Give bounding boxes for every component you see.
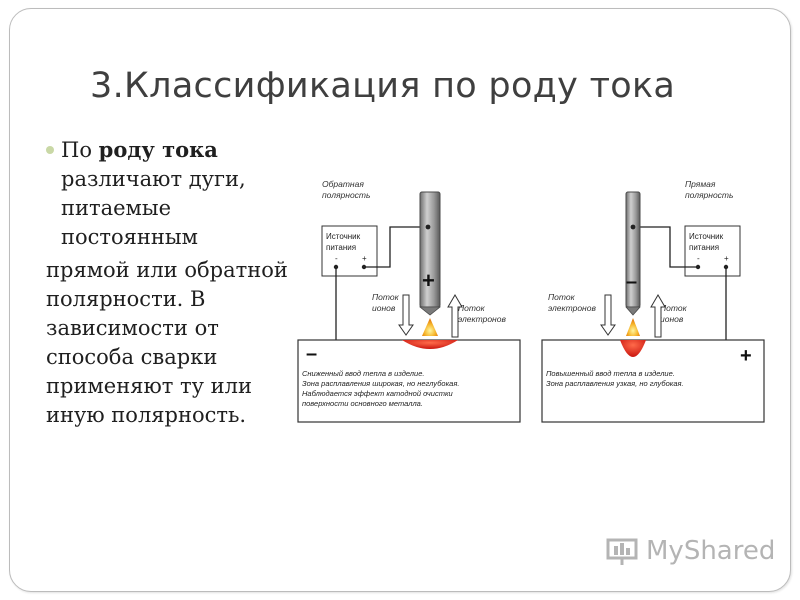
wire-to-electrode (633, 226, 698, 268)
diagram-direct-polarity: Прямая полярность Источник питания - + –… (541, 179, 765, 423)
power-source-label-line2: питания (326, 243, 356, 252)
electrode-contact-dot (425, 224, 431, 230)
terminal-plus-label: + (362, 254, 367, 263)
power-source-box (684, 225, 741, 277)
terminal-plus-label: + (724, 254, 729, 263)
wire-to-electrode (364, 226, 428, 268)
note-line-1: Сниженный ввод тепла в изделие. (302, 369, 424, 378)
note-line-2: Зона расплавления широкая, но неглубокая… (302, 379, 459, 388)
flow-ions-label-line2: ионов (372, 303, 396, 313)
watermark-text: MyShared (646, 536, 776, 566)
terminal-minus-label: - (697, 254, 700, 263)
flow-electrons-label-line2: электронов (458, 314, 506, 324)
diagram-reverse-polarity: Обратная полярность Источник питания - +… (297, 179, 521, 423)
arrow-up-ions (650, 294, 666, 338)
electrode-tip (625, 306, 641, 316)
paragraph-2: прямой или обратной полярности. В зависи… (46, 258, 288, 427)
paragraph-1: По роду тока различают дуги, питаемые пос… (46, 135, 301, 252)
arc-flame (422, 318, 438, 336)
arc-flame (626, 318, 640, 336)
note-line-2: Зона расплавления узкая, но глубокая. (546, 379, 684, 388)
flow-electrons-label-line2: электронов (548, 303, 596, 313)
note-line-4: поверхности основного металла. (302, 399, 423, 408)
arrow-down-ions (398, 294, 414, 336)
power-source-label-line1: Источник (689, 232, 724, 241)
terminal-minus-label: - (335, 254, 338, 263)
polarity-label-line1: Прямая (685, 179, 716, 189)
arrow-down-electrons (600, 294, 616, 336)
para1-rest: различают дуги, питаемые постоянным (61, 167, 246, 249)
power-source-box (321, 225, 378, 277)
weld-pool (620, 340, 646, 357)
electrode-sign: + (422, 268, 435, 293)
polarity-diagram: Обратная полярность Источник питания - +… (297, 179, 765, 423)
power-source-label-line1: Источник (326, 232, 361, 241)
bullet-icon (46, 146, 54, 154)
note-line-3: Наблюдается эффект катодной очистки (302, 389, 454, 398)
flow-ions-label-line1: Поток (372, 292, 400, 302)
workpiece-sign: + (740, 345, 752, 367)
body-text: По роду тока различают дуги, питаемые пос… (46, 135, 301, 430)
para1-pre: По (61, 138, 99, 162)
watermark: MyShared (606, 536, 775, 566)
polarity-label-line2: полярность (322, 190, 371, 200)
flow-electrons-label-line1: Поток (548, 292, 576, 302)
flow-ions-label-line1: Поток (660, 303, 688, 313)
polarity-label-line1: Обратная (322, 179, 364, 189)
workpiece (541, 339, 765, 423)
arrow-up-electrons (447, 294, 463, 338)
workpiece-sign: – (306, 343, 317, 365)
polarity-label-line2: полярность (685, 190, 734, 200)
electrode-sign: – (626, 271, 637, 293)
para1-bold: роду тока (98, 137, 218, 162)
electrode-contact-dot (630, 224, 636, 230)
note-line-1: Повышенный ввод тепла в изделие. (546, 369, 675, 378)
weld-pool (402, 340, 458, 349)
slide-title: 3.Классификация по роду тока (90, 66, 676, 106)
flow-ions-label-line2: ионов (660, 314, 684, 324)
presentation-icon (606, 538, 638, 565)
electrode-tip (418, 306, 442, 316)
flow-electrons-label-line1: Поток (458, 303, 486, 313)
power-source-label-line2: питания (689, 243, 719, 252)
